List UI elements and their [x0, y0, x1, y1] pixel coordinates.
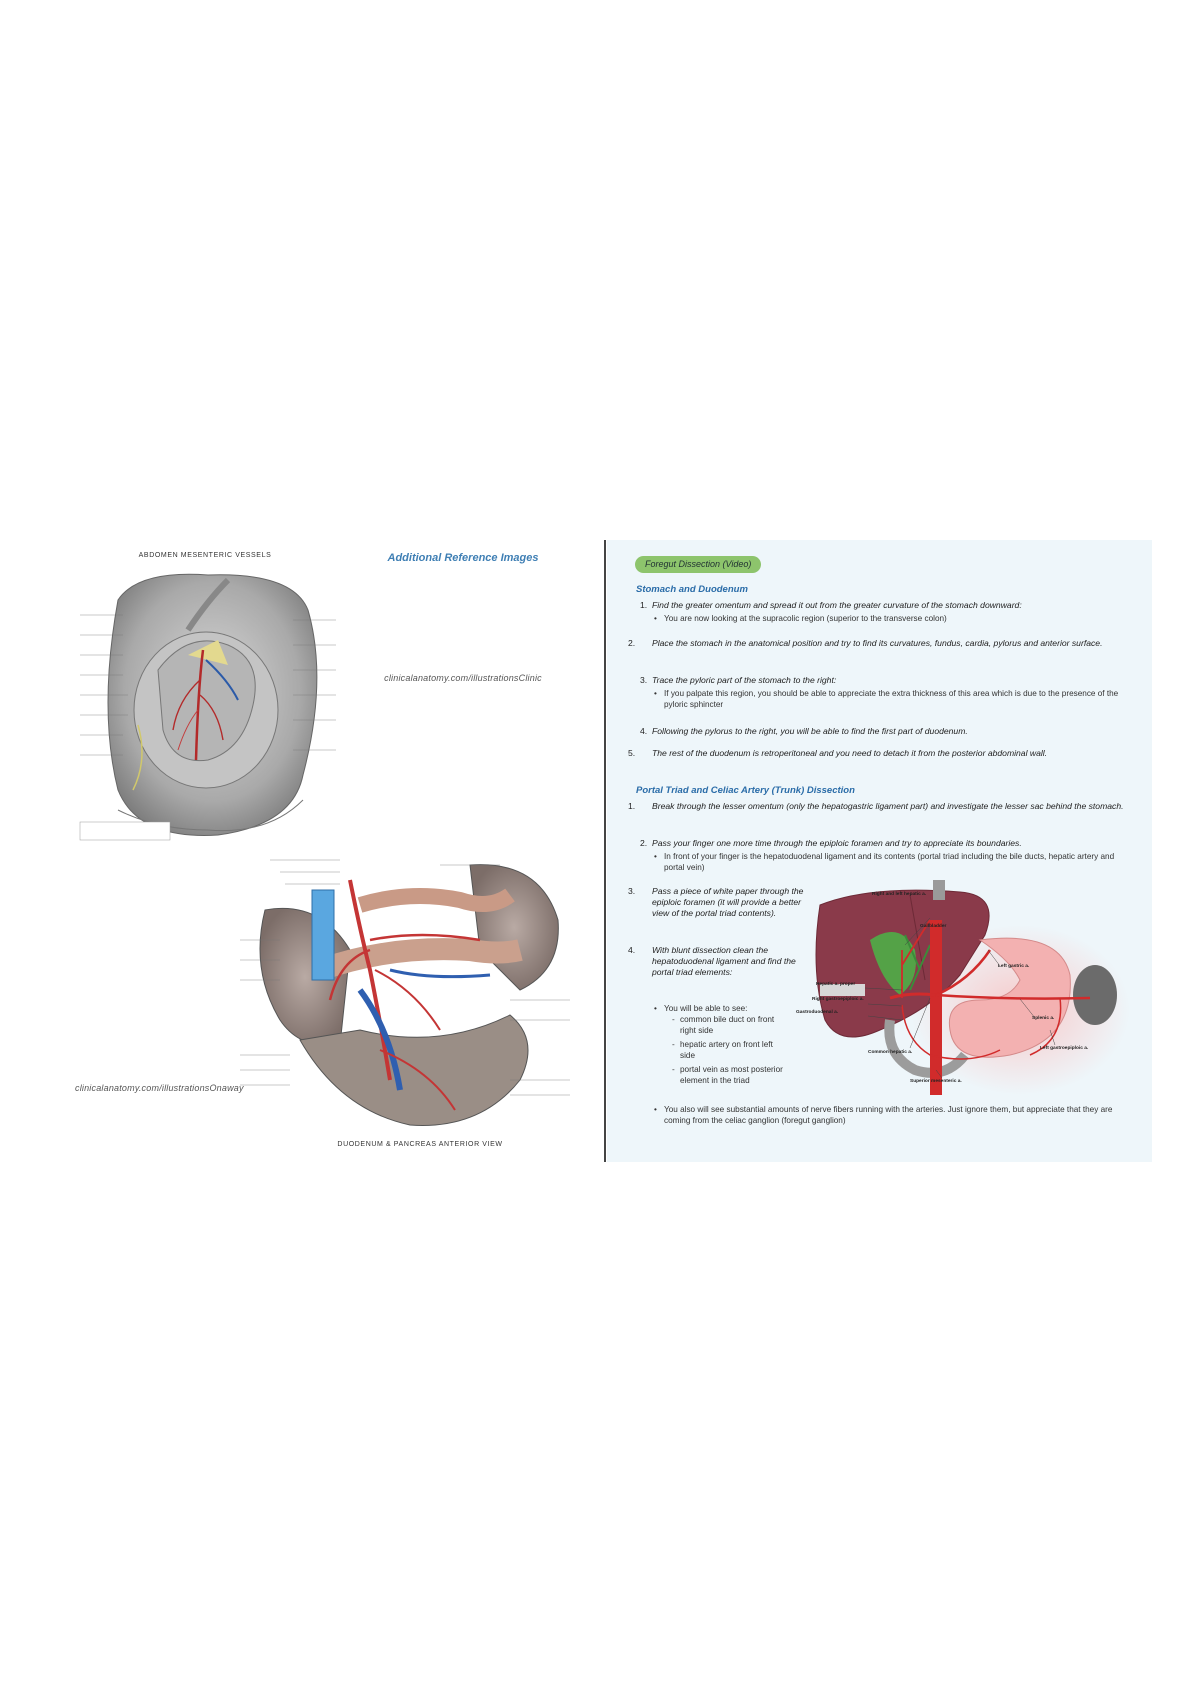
- s2-step-4-bullet: You will be able to see:: [654, 1003, 804, 1014]
- s2-step-2: 2.Pass your finger one more time through…: [640, 838, 1022, 848]
- label-right-left-hepatic: Right and left hepatic a.: [872, 892, 927, 897]
- s2-step-1: 1.Break through the lesser omentum (only…: [628, 801, 1124, 811]
- final-nerve-bullet: You also will see substantial amounts of…: [654, 1104, 1130, 1126]
- s2-step-4: 4.With blunt dissection clean the hepato…: [628, 945, 796, 977]
- figure1-title: ABDOMEN MESENTERIC VESSELS: [138, 552, 272, 559]
- s1-step-2: 2.Place the stomach in the anatomical po…: [628, 638, 1103, 648]
- label-common-hepatic: Common hepatic a.: [868, 1050, 913, 1055]
- s2-step-3: 3.Pass a piece of white paper through th…: [628, 886, 804, 918]
- portal-triad-heading: Portal Triad and Celiac Artery (Trunk) D…: [636, 785, 855, 796]
- figure2-title: DUODENUM & PANCREAS ANTERIOR VIEW: [337, 1141, 503, 1148]
- label-hepatic-proper: Hepatic a. proper: [816, 982, 856, 987]
- reference-images-title: Additional Reference Images: [387, 552, 539, 564]
- s1-step-4: 4.Following the pylorus to the right, yo…: [640, 726, 968, 736]
- figure2-illustration: [240, 850, 570, 1140]
- s1-step-5: 5.The rest of the duodenum is retroperit…: [628, 748, 1048, 758]
- s2-dash-2: hepatic artery on front left side: [672, 1039, 790, 1061]
- label-splenic: Splenic a.: [1032, 1016, 1055, 1021]
- label-superior-mesenteric: Superior mesenteric a.: [910, 1079, 962, 1084]
- label-left-gastroepiploic: Left gastroepiploic a.: [1040, 1046, 1089, 1051]
- s1-step-3: 3.Trace the pyloric part of the stomach …: [640, 675, 837, 685]
- s1-step-1: 1.Find the greater omentum and spread it…: [640, 600, 1022, 610]
- figure2-credit: clinicalanatomy.com/illustrationsOnaway: [75, 1083, 244, 1093]
- s2-dash-1: common bile duct on front right side: [672, 1014, 790, 1036]
- celiac-trunk-diagram: Right and left hepatic a. Gallbladder Le…: [796, 880, 1130, 1095]
- page-divider: [604, 540, 606, 1162]
- s2-step-2-bullet: In front of your finger is the hepatoduo…: [654, 851, 1130, 873]
- label-gallbladder: Gallbladder: [920, 924, 947, 929]
- figure1-illustration: [78, 560, 338, 850]
- s1-step-3-bullet: If you palpate this region, you should b…: [654, 688, 1130, 710]
- label-gastroduodenal: Gastroduodenal a.: [796, 1010, 839, 1015]
- s1-step-1-bullet: You are now looking at the supracolic re…: [654, 613, 1130, 624]
- label-left-gastric: Left gastric a.: [998, 964, 1030, 969]
- stomach-duodenum-heading: Stomach and Duodenum: [636, 584, 748, 595]
- foregut-dissection-video-link[interactable]: Foregut Dissection (Video): [635, 556, 762, 573]
- s2-dash-3: portal vein as most posterior element in…: [672, 1064, 790, 1086]
- figure1-credit: clinicalanatomy.com/illustrationsClinic: [384, 673, 542, 683]
- label-right-gastroepiploic: Right gastroepiploic a.: [812, 997, 864, 1002]
